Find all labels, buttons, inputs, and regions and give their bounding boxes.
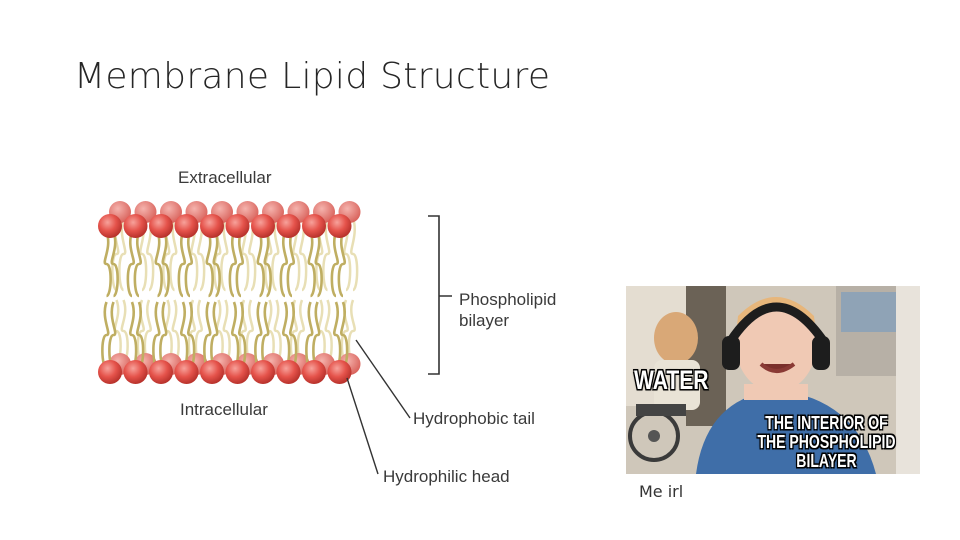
lipid-tail	[347, 299, 356, 364]
lipid-head	[174, 214, 199, 238]
lipid-tail	[171, 299, 180, 364]
lipid-tail	[101, 301, 110, 370]
lipid-tail	[161, 231, 170, 298]
lipid-tail	[169, 217, 178, 292]
lipid-tail	[337, 231, 346, 298]
lipid-tail	[350, 217, 359, 292]
bilayer-bracket	[428, 215, 452, 375]
lipid-tail	[333, 301, 342, 370]
lipid-tail	[143, 299, 152, 364]
lipid-tail	[220, 217, 229, 292]
lipid-tail	[273, 299, 282, 364]
meme-bottom-text-line1: THE INTERIOR OF	[765, 413, 888, 433]
lipid-tail	[340, 301, 349, 370]
meme-caption: Me irl	[639, 482, 684, 501]
lipid-tail	[314, 231, 323, 298]
label-extracellular: Extracellular	[178, 168, 272, 187]
lipid-tail	[205, 231, 214, 298]
lipid-head	[200, 360, 224, 384]
lipid-tail	[289, 301, 298, 370]
lipid-tail	[279, 231, 288, 298]
lipid-tail	[146, 217, 155, 292]
lipid-tail	[177, 231, 186, 298]
lipid-head	[174, 360, 199, 384]
lipid-tail	[154, 231, 163, 298]
lipid-tail	[299, 217, 308, 292]
lipid-head	[123, 214, 148, 238]
lipid-head	[225, 360, 250, 384]
lipid-tail	[245, 299, 254, 364]
lipid-tail	[330, 231, 339, 298]
label-hydrophilic-head: Hydrophilic head	[383, 467, 510, 486]
lipid-tail	[212, 231, 221, 298]
lipid-tail	[118, 217, 127, 292]
lipid-tail	[184, 231, 193, 298]
lipid-tail	[187, 301, 196, 370]
label-phospholipid: Phospholipid	[459, 290, 556, 309]
lipid-head	[251, 214, 275, 238]
lipid-tail	[296, 299, 305, 364]
lipid-tail	[282, 301, 291, 370]
lipid-head	[98, 214, 122, 238]
lipid-tail	[152, 301, 161, 370]
meme-image: WATER THE INTERIOR OF THE PHOSPHOLIPID B…	[626, 286, 920, 474]
lipid-tail	[120, 299, 129, 364]
lipid-tail	[228, 231, 237, 298]
lipid-tail	[263, 231, 272, 298]
lipid-tail	[271, 217, 280, 292]
lipid-tail	[324, 299, 333, 364]
lipid-head	[149, 360, 173, 384]
hydrophobic-tail-pointer	[355, 339, 411, 419]
lipid-tail	[307, 231, 316, 298]
lipid-head	[276, 360, 301, 384]
lipid-head	[302, 214, 326, 238]
lipid-head	[149, 214, 173, 238]
label-bilayer: bilayer	[459, 311, 509, 330]
hydrophilic-head-pointer	[346, 377, 379, 475]
lipid-tail	[322, 217, 331, 292]
lipid-tail	[305, 301, 314, 370]
slide-title: Membrane Lipid Structure	[74, 56, 551, 97]
lipid-tail	[235, 231, 244, 298]
lipid-tail	[136, 301, 145, 370]
lipid-tail	[254, 301, 263, 370]
lipid-head	[200, 214, 224, 238]
lipid-head	[98, 360, 122, 384]
lipid-tail	[126, 231, 135, 298]
lipid-head	[302, 360, 326, 384]
lipid-tail	[110, 231, 119, 298]
lipid-head	[123, 360, 148, 384]
lipid-tail	[256, 231, 265, 298]
meme-bottom-text-line2: THE PHOSPHOLIPID BILAYER	[757, 431, 896, 471]
lipid-tail	[133, 231, 142, 298]
lipid-head	[327, 360, 352, 384]
lipid-tail	[248, 217, 257, 292]
meme-bottom-text: THE INTERIOR OF THE PHOSPHOLIPID BILAYER	[736, 414, 917, 471]
lipid-tail	[129, 301, 138, 370]
label-hydrophobic-tail: Hydrophobic tail	[413, 409, 535, 428]
meme-illustration	[626, 286, 920, 474]
lipid-head	[251, 360, 275, 384]
lipid-tail	[203, 301, 212, 370]
lipid-tail	[197, 217, 206, 292]
lipid-tail	[238, 301, 247, 370]
lipid-tail	[286, 231, 295, 298]
lipid-tail	[222, 299, 231, 364]
lipid-tail	[103, 231, 112, 298]
lipid-tail	[231, 301, 240, 370]
label-intracellular: Intracellular	[180, 400, 268, 419]
lipid-tail	[194, 299, 203, 364]
lipid-head	[276, 214, 301, 238]
lipid-tail	[180, 301, 189, 370]
front-heads	[98, 214, 352, 384]
lipid-head	[327, 214, 352, 238]
lipid-head	[225, 214, 250, 238]
meme-top-text: WATER	[634, 365, 709, 395]
